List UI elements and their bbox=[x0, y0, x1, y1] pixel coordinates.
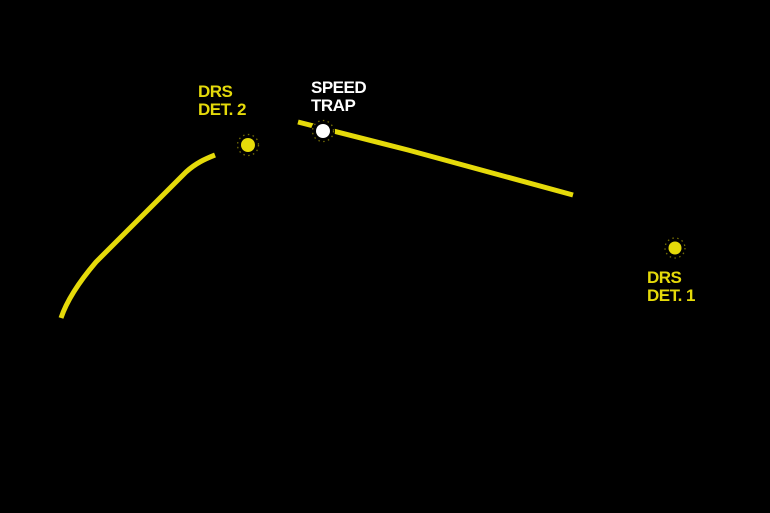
marker-ring-speed-trap bbox=[311, 119, 335, 143]
label-speed-trap-line2: TRAP bbox=[311, 96, 356, 115]
marker-dot-drs-det-1 bbox=[668, 241, 682, 255]
marker-ring-drs-det-2 bbox=[236, 133, 260, 157]
marker-dot-speed-trap bbox=[316, 124, 330, 138]
marker-dot-drs-det-2 bbox=[241, 138, 255, 152]
track-segment-drs-zone-left bbox=[58, 152, 216, 319]
marker-drs-det-2 bbox=[236, 133, 260, 157]
track-segment-drs-zone-top bbox=[297, 119, 574, 198]
label-speed-trap-line1: SPEED bbox=[311, 78, 367, 97]
label-drs-det-1-line2: DET. 1 bbox=[647, 286, 696, 305]
marker-drs-det-1 bbox=[664, 237, 686, 259]
marker-speed-trap bbox=[311, 119, 335, 143]
label-drs-det-2: DRS DET. 2 bbox=[198, 82, 247, 119]
label-drs-det-2-line1: DRS bbox=[198, 82, 233, 101]
marker-ring-drs-det-1 bbox=[664, 237, 686, 259]
label-speed-trap: SPEED TRAP bbox=[311, 78, 367, 115]
label-drs-det-1: DRS DET. 1 bbox=[647, 268, 696, 305]
label-drs-det-1-line1: DRS bbox=[647, 268, 682, 287]
label-drs-det-2-line2: DET. 2 bbox=[198, 100, 247, 119]
